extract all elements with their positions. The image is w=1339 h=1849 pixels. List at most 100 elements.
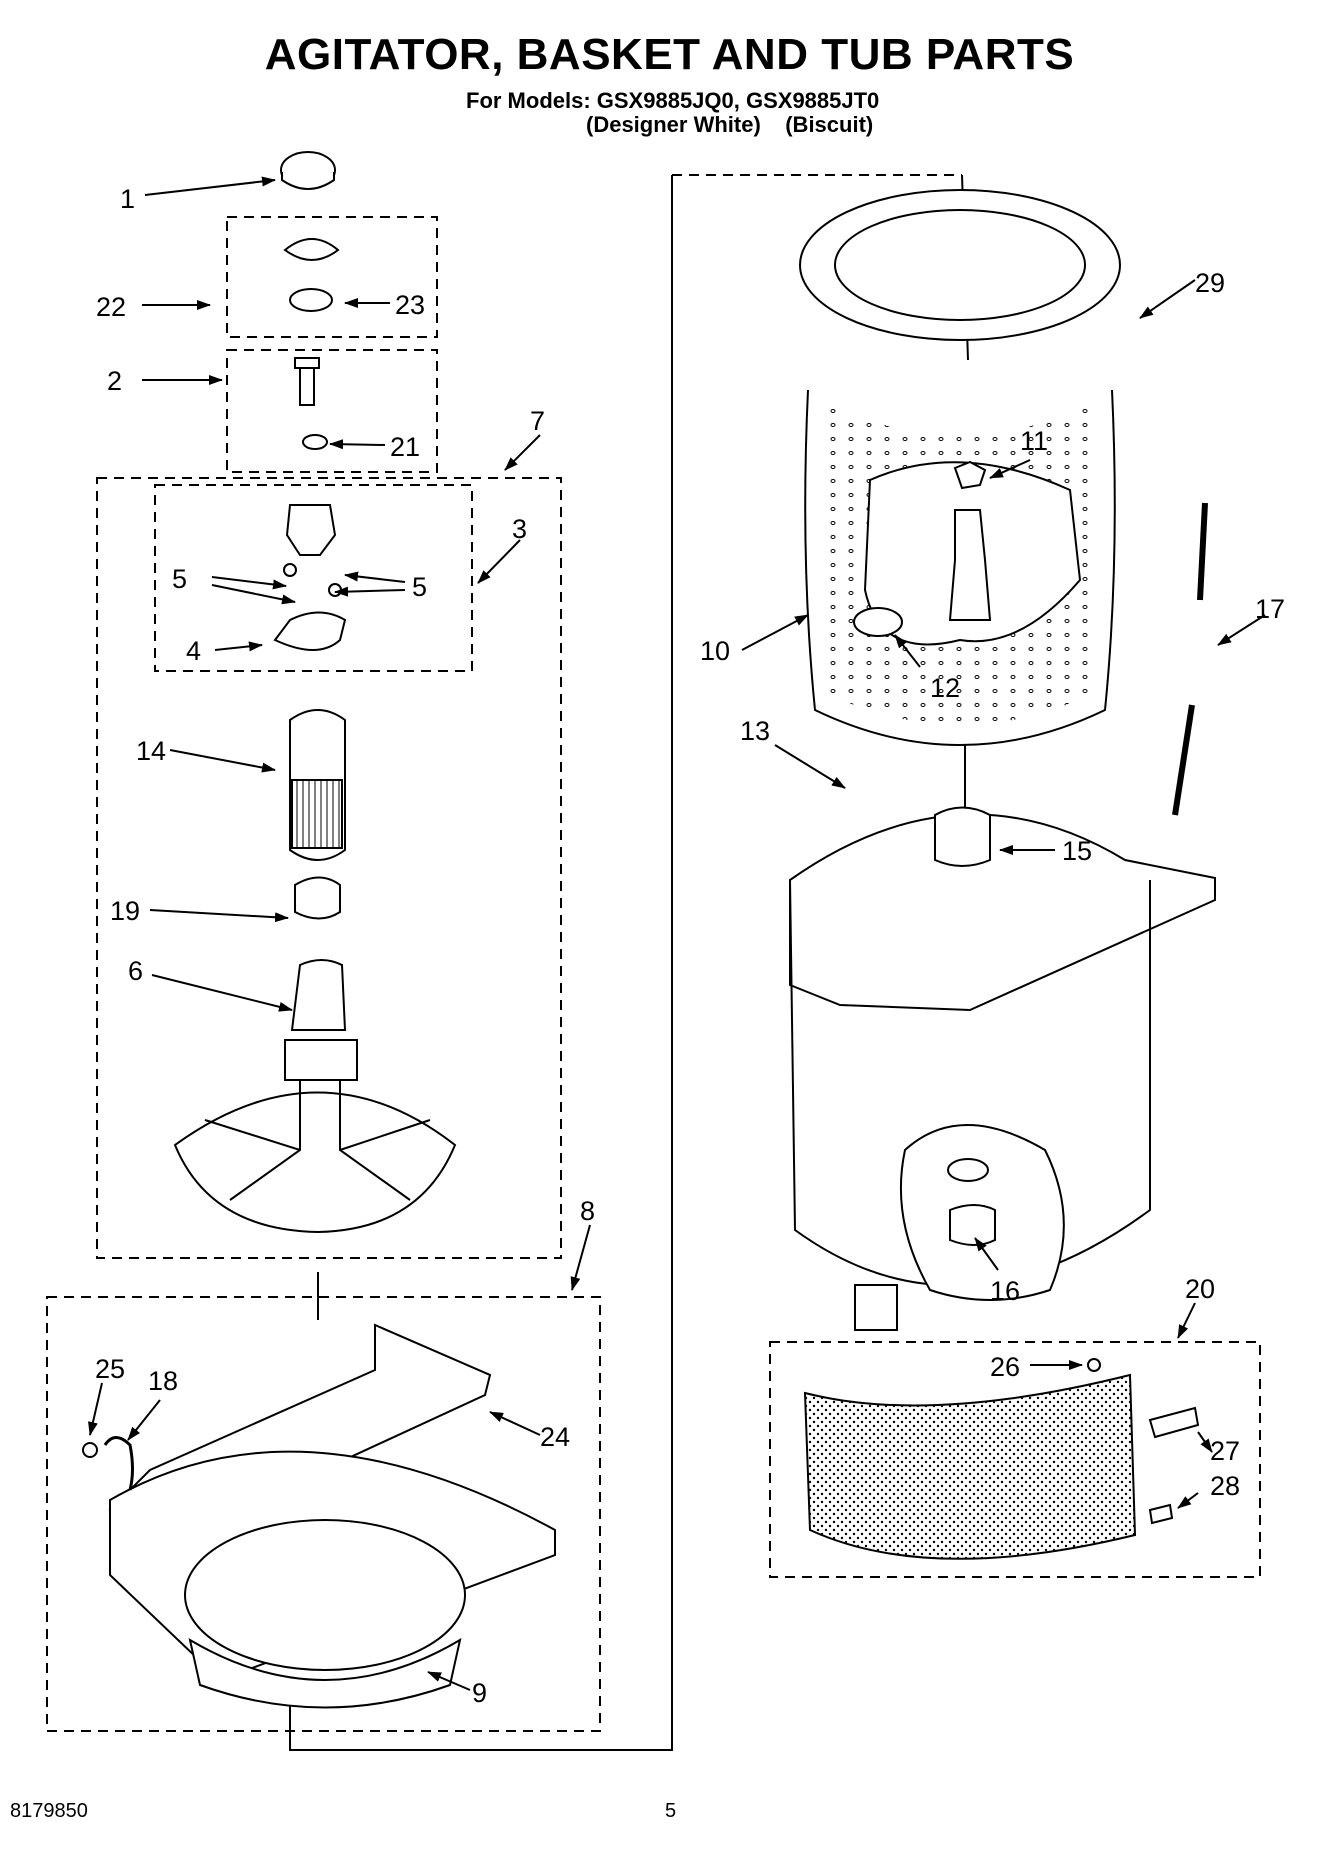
callout-18: 18 (148, 1366, 178, 1396)
group-box-2 (226, 349, 438, 473)
part-27-clip (1148, 1406, 1200, 1439)
callout-25: 25 (95, 1354, 125, 1384)
callout-29: 29 (1195, 268, 1225, 298)
part-22-filter (283, 238, 340, 261)
part-26-push-nut (1087, 1358, 1101, 1372)
leader-lines (88, 176, 1266, 1691)
leader-27 (1197, 1431, 1213, 1453)
leader-6 (151, 974, 293, 1012)
part-15-seal (934, 806, 991, 867)
part-10-spin-tube (948, 509, 992, 621)
callout-8: 8 (580, 1196, 595, 1226)
leader-13 (774, 744, 846, 789)
part-17-hose-bottom (1172, 704, 1195, 816)
leader-10 (741, 614, 809, 651)
part-6-agitator-base (173, 1091, 457, 1234)
part-20-acoustic-panel (803, 1373, 1137, 1560)
tub-parts (789, 189, 1216, 1560)
leader-11 (989, 459, 1031, 479)
callout-11: 11 (1020, 426, 1048, 456)
leader-7 (504, 434, 541, 471)
part-12-grommet (853, 607, 903, 637)
part-11-nut (953, 460, 987, 490)
part-2-bolt-head (294, 357, 320, 369)
leader-24 (489, 1411, 541, 1436)
leader-14 (169, 749, 276, 773)
callout-5b: 5 (412, 572, 427, 602)
callout-14: 14 (136, 736, 166, 766)
callout-28: 28 (1210, 1471, 1240, 1501)
callout-23: 23 (395, 290, 425, 320)
part-3-dog-assembly (285, 504, 337, 556)
part-18-drain-hose (103, 1436, 134, 1491)
part-4-cam (273, 611, 347, 651)
colors-line: (Designer White) (Biscuit) (586, 112, 874, 137)
leader-21 (329, 439, 386, 450)
callout-2: 2 (107, 366, 122, 396)
callout-21: 21 (390, 432, 420, 462)
leader-16 (974, 1237, 999, 1271)
part-6-shaft (290, 959, 347, 1031)
callout-20: 20 (1185, 1274, 1215, 1304)
part-13-bracket (854, 1284, 898, 1331)
callout-17: 17 (1255, 594, 1285, 624)
callout-10: 10 (700, 636, 730, 666)
part-19-bearing (294, 876, 341, 920)
agitator-parts (173, 151, 457, 1234)
group-box-8 (46, 1296, 601, 1732)
callout-12: 12 (930, 673, 960, 703)
part-9-base-ring (184, 1519, 466, 1671)
callout-15: 15 (1062, 836, 1092, 866)
part-9-base-bottom (188, 1637, 462, 1709)
part-13-tub-top (789, 813, 1216, 1012)
part-16-hose-fitting (949, 1204, 996, 1246)
base-parts (82, 1323, 556, 1709)
leader-12 (894, 634, 921, 668)
page-number: 5 (665, 1800, 677, 1822)
leader-17 (1217, 614, 1266, 646)
part-25-clamp (82, 1442, 98, 1458)
group-box-20 (769, 1341, 1261, 1578)
part-13-drain (947, 1158, 989, 1182)
leader-1 (144, 176, 276, 196)
callout-16: 16 (990, 1276, 1020, 1306)
part-6-hub (284, 1039, 358, 1081)
callout-22: 22 (96, 292, 126, 322)
leader-5a-1 (211, 576, 287, 590)
part-1-cap-base (281, 172, 335, 190)
callout-26: 26 (990, 1352, 1020, 1382)
part-29-ring-inner (834, 209, 1086, 321)
part-5-dog-a (283, 563, 297, 577)
group-box-3 (154, 484, 473, 672)
models-line: For Models: GSX9885JQ0, GSX9885JT0 (466, 88, 880, 113)
callout-24: 24 (540, 1422, 570, 1452)
callout-9: 9 (472, 1678, 487, 1708)
callout-27: 27 (1210, 1436, 1240, 1466)
grouping-boxes (46, 174, 1261, 1732)
leader-5a-2 (211, 584, 296, 605)
leader-18 (127, 1399, 161, 1441)
leader-5b-1 (344, 571, 406, 583)
group-box-7 (96, 477, 562, 1259)
callout-19: 19 (110, 896, 140, 926)
part-14-ribs (291, 779, 343, 849)
leader-3 (477, 539, 521, 584)
callout-7: 7 (530, 406, 545, 436)
callout-6: 6 (128, 956, 143, 986)
part-21-washer (302, 434, 328, 450)
part-23-seal (289, 288, 333, 312)
part-6-agitator-vanes (204, 1080, 431, 1201)
callout-4: 4 (186, 636, 201, 666)
page-title: AGITATOR, BASKET AND TUB PARTS (264, 30, 1075, 79)
leader-25 (88, 1382, 103, 1436)
part-28-screw (1148, 1503, 1174, 1525)
part-17-hose-top (1197, 502, 1208, 601)
callout-5a: 5 (172, 564, 187, 594)
part-5-dog-b (328, 583, 342, 597)
callout-1: 1 (120, 184, 135, 214)
connector-left-column (289, 175, 673, 1751)
leader-9 (427, 1671, 471, 1691)
leader-8 (570, 1224, 591, 1291)
